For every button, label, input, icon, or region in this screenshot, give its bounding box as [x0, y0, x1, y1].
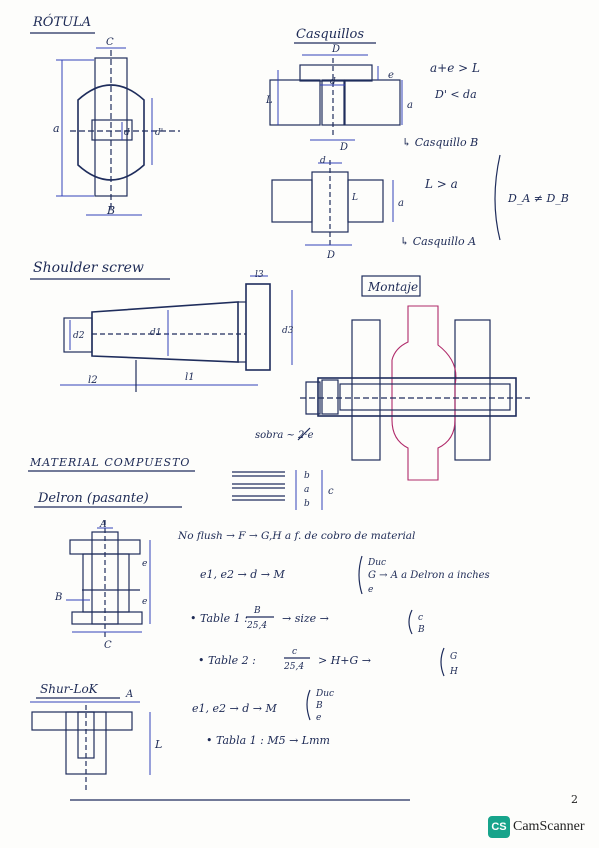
- shoulder-drawing: [60, 275, 293, 392]
- rotula-drawing: [56, 47, 180, 216]
- shoulder-label-l1: l1: [185, 372, 195, 383]
- notes-section: No flush → F → G,H a f. de cobro de mate…: [177, 530, 490, 747]
- brace1-duc: Duc: [367, 558, 386, 568]
- frac1-num: B: [253, 606, 261, 616]
- casquillos-heading: Casquillos: [296, 27, 364, 42]
- casquillos-brace: [494, 154, 501, 241]
- rotula-label-dp: d': [155, 128, 163, 138]
- casqA-label-D: D: [326, 250, 335, 261]
- frac2-num: c: [292, 647, 297, 657]
- brace-1: [358, 555, 363, 595]
- camscanner-icon: CS: [488, 816, 510, 838]
- montaje-sobra: sobra ~ 2·e: [255, 430, 314, 441]
- brace2-b: B: [417, 625, 425, 635]
- cond-aeL: a+e > L: [430, 61, 480, 75]
- frac2-den: 25,4: [283, 662, 304, 672]
- note-line3b: → size →: [282, 612, 329, 625]
- brace1-e: e: [368, 585, 373, 595]
- note-line2: e1, e2 → d → M: [200, 568, 285, 581]
- brace4-b: B: [315, 701, 323, 711]
- montaje-section: Montaje sobra ~ 2·e: [255, 275, 530, 481]
- brace-3: [440, 647, 445, 677]
- material-label-b1: b: [304, 471, 310, 481]
- casqB-label-a: a: [407, 100, 413, 111]
- casquillo-a-drawing: [271, 160, 394, 246]
- casquillos-section: Casquillos D d e L a D a+e > L D' < da ↳…: [265, 27, 569, 261]
- rotula-label-d: d: [124, 128, 130, 138]
- note-line4b: > H+G →: [318, 654, 371, 667]
- brace3-g: G: [450, 652, 457, 662]
- brace1-g: G → A a Delron a inches: [368, 570, 490, 581]
- delron-label-B: B: [54, 592, 62, 603]
- cond-La: L > a: [424, 177, 458, 191]
- shoulder-label-d2: d2: [73, 331, 85, 341]
- shurlok-heading: Shur-LoK: [40, 682, 99, 696]
- delron-section: Delron (pasante) A B C e e: [34, 491, 182, 651]
- montaje-box: [361, 275, 421, 297]
- delron-label-C: C: [104, 640, 112, 651]
- brace-4: [306, 689, 311, 721]
- cond-DaDb: D_A ≠ D_B: [507, 192, 569, 205]
- material-label-c: c: [328, 486, 334, 497]
- casqA-label-d: d: [320, 156, 326, 166]
- note-line3: • Table 1 :: [190, 612, 248, 625]
- brace4-duc: Duc: [315, 689, 334, 699]
- delron-label-e1: e: [142, 559, 147, 569]
- rotula-label-b: B: [106, 204, 115, 217]
- rotula-label-a: a: [53, 122, 60, 135]
- frac1-den: 25,4: [246, 621, 267, 631]
- casqA-label-a: a: [398, 198, 404, 209]
- rotula-section: RÓTULA C a d d' B: [30, 13, 180, 217]
- shurlok-label-L: L: [154, 738, 162, 751]
- casquillo-a-label: ↳ Casquillo A: [400, 235, 476, 248]
- camscanner-text: CamScanner: [513, 819, 585, 834]
- casqB-label-d: d: [330, 77, 336, 87]
- shoulder-heading: Shoulder screw: [33, 260, 144, 276]
- shurlok-section: Shur-LoK A L: [30, 682, 162, 790]
- brace-2: [408, 609, 413, 635]
- note-line1: No flush → F → G,H a f. de cobro de mate…: [177, 530, 415, 542]
- delron-label-e2: e: [142, 597, 147, 607]
- casqB-label-D: D: [331, 44, 340, 55]
- shoulder-label-l2: l2: [88, 375, 98, 386]
- page-number: 2: [571, 793, 578, 806]
- casquillo-b-drawing: [269, 54, 403, 141]
- note-line4: • Table 2 :: [198, 654, 256, 667]
- casqB-label-Dbot: D: [339, 142, 348, 153]
- rotula-label-c: C: [106, 37, 114, 48]
- casqB-label-L: L: [265, 95, 273, 106]
- note-line5: e1, e2 → d → M: [192, 702, 277, 715]
- montaje-heading: Montaje: [367, 280, 418, 294]
- rotula-heading: RÓTULA: [32, 13, 91, 30]
- material-label-a: a: [304, 485, 309, 495]
- material-label-b2: b: [304, 499, 310, 509]
- shoulder-section: Shoulder screw l3 d2 d1 d3 l2 l1: [30, 260, 294, 392]
- brace2-c: c: [418, 613, 423, 623]
- casqB-label-e: e: [388, 70, 394, 81]
- cond-Dda: D' < da: [434, 88, 477, 101]
- montaje-drawing: [297, 305, 530, 481]
- casquillo-b-label: ↳ Casquillo B: [402, 136, 478, 149]
- shoulder-label-d1: d1: [150, 328, 162, 338]
- delron-label-A: A: [99, 520, 107, 530]
- brace3-h: H: [449, 667, 458, 677]
- brace4-e: e: [316, 713, 321, 723]
- shoulder-label-d3: d3: [282, 326, 294, 336]
- shurlok-drawing: [30, 701, 151, 790]
- delron-heading: Delron (pasante): [37, 491, 149, 506]
- laminate-drawing: [232, 470, 323, 510]
- delron-drawing: [66, 520, 151, 640]
- shoulder-label-l3: l3: [255, 270, 264, 280]
- camscanner-logo: CS CamScanner: [488, 815, 585, 839]
- material-heading: MATERIAL COMPUESTO: [29, 456, 190, 469]
- material-section: MATERIAL COMPUESTO b a b c: [28, 456, 334, 510]
- shurlok-label-A: A: [125, 689, 133, 700]
- note-line6: • Tabla 1 : M5 → Lmm: [206, 734, 330, 747]
- casqA-label-L: L: [351, 193, 358, 203]
